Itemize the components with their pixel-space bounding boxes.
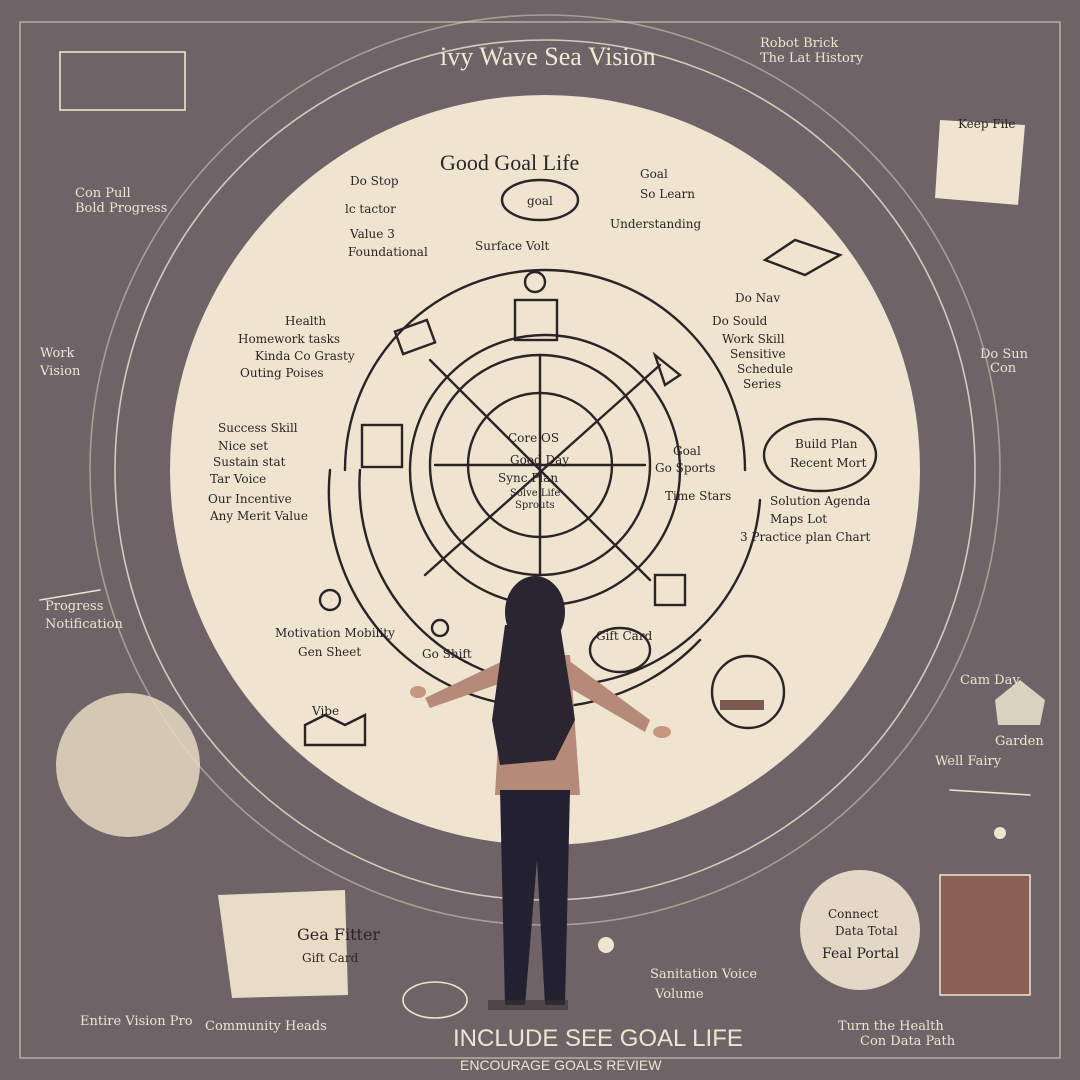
bottom-caption-1: Sanitation Voice — [650, 967, 757, 982]
left-bottom-1: Our Incentive — [208, 492, 292, 506]
center-core-5: Sprouts — [515, 500, 555, 511]
labels-right-mid: Do Nav Do Sould Work Skill Sensitive Sch… — [712, 291, 793, 391]
right-mid-4: Sensitive — [730, 347, 786, 361]
left-inner-1: Do Stop — [350, 174, 399, 188]
right-mid-6: Series — [743, 377, 781, 391]
bottom-left-card-1: Gea Fitter — [297, 925, 380, 944]
left-low-4: Tar Voice — [210, 472, 266, 486]
right-inner-1: Goal — [673, 444, 701, 458]
edge-right-3: Cam Day — [960, 673, 1020, 688]
right-inner-3: Time Stars — [665, 489, 731, 503]
edge-right-1: Keep File — [958, 117, 1015, 131]
cloud-right: Build Plan Recent Mort — [790, 437, 867, 470]
left-mid-3: Kinda Co Grasty — [255, 349, 355, 363]
bottom-left-sign: Vibe — [311, 704, 339, 718]
person-figure — [410, 576, 671, 1010]
center-core: Core OS Good Day Sync Plan Solve Life Sp… — [498, 431, 569, 511]
labels-bottom-left-inner: Motivation Mobility Gen Sheet Vibe Go Sh… — [275, 626, 653, 718]
bottom-right-circle-3: Feal Portal — [822, 946, 899, 962]
bottom-right-circle: Connect Data Total Feal Portal — [822, 907, 899, 962]
edge-left-4: Vision — [39, 364, 81, 379]
left-low-1: Success Skill — [218, 421, 298, 435]
right-mid-1: Do Nav — [735, 291, 780, 305]
edge-left-5: Progress — [45, 599, 103, 614]
left-bottom-2: Any Merit Value — [209, 509, 308, 523]
bottom-left-card-2: Gift Card — [302, 951, 359, 965]
left-low-3: Sustain stat — [213, 455, 286, 469]
left-mid-1: Health — [285, 314, 326, 328]
bottom-center-2: Gift Card — [596, 629, 653, 643]
center-core-4: Solve Life — [510, 488, 560, 499]
label-surface-volt: Surface Volt — [475, 239, 550, 253]
inner-title: Good Goal Life — [440, 150, 579, 175]
label-understanding: Understanding — [610, 217, 701, 231]
top-title: ivy Wave Sea Vision — [440, 42, 656, 71]
bottom-left-inner-2: Gen Sheet — [298, 645, 361, 659]
right-low-1: Solution Agenda — [770, 494, 870, 508]
center-core-1: Core OS — [508, 431, 559, 445]
left-mid-2: Homework tasks — [238, 332, 340, 346]
bottom-right-circle-1: Connect — [828, 907, 879, 921]
left-inner-3: Value 3 — [349, 227, 395, 241]
top-right-note-1: Robot Brick — [760, 36, 838, 51]
edge-left-6: Notification — [45, 617, 123, 632]
edge-left-labels: Con Pull Bold Progress Work Vision Progr… — [39, 186, 167, 632]
labels-top-right-inner: Goal So Learn — [640, 167, 695, 201]
bottom-center-1: Go Shift — [422, 647, 472, 661]
inner-cloud-label: goal — [527, 194, 553, 208]
bottom-caption-3: Entire Vision Pro — [80, 1014, 193, 1029]
top-right-inner-2: So Learn — [640, 187, 695, 201]
edge-right-6: Con — [990, 361, 1017, 376]
labels-left-inner: Do Stop lc tactor Value 3 Foundational — [345, 174, 428, 259]
edge-right-2: Do Sun — [980, 347, 1029, 362]
right-low-2: Maps Lot — [770, 512, 827, 526]
bottom-captions: Sanitation Voice Volume Entire Vision Pr… — [80, 967, 956, 1049]
footer-line-2: ENCOURAGE GOALS REVIEW — [460, 1057, 662, 1073]
labels-left-low: Success Skill Nice set Sustain stat Tar … — [208, 421, 308, 523]
edge-left-3: Work — [40, 346, 75, 361]
center-core-2: Good Day — [510, 453, 569, 467]
bottom-caption-5: Turn the Health — [838, 1019, 944, 1034]
left-inner-4: Foundational — [348, 245, 428, 259]
top-right-inner-1: Goal — [640, 167, 668, 181]
left-inner-2: lc tactor — [345, 202, 396, 216]
left-low-2: Nice set — [218, 439, 268, 453]
edge-sketches — [39, 51, 1045, 1019]
top-right-note-2: The Lat History — [760, 51, 864, 66]
top-title-group: ivy Wave Sea Vision Robot Brick The Lat … — [440, 36, 864, 71]
right-inner-2: Go Sports — [655, 461, 715, 475]
cloud-right-2: Recent Mort — [790, 456, 867, 470]
bottom-right-circle-2: Data Total — [835, 924, 898, 938]
right-low-3: 3 Practice plan Chart — [740, 530, 870, 544]
bottom-caption-4: Community Heads — [205, 1019, 327, 1034]
edge-right-5: Well Fairy — [935, 754, 1002, 769]
bottom-caption-6: Con Data Path — [860, 1034, 956, 1049]
edge-right-4: Garden — [995, 734, 1044, 749]
bottom-caption-2: Volume — [654, 987, 704, 1002]
bottom-left-card: Gea Fitter Gift Card — [297, 925, 380, 965]
edge-left-1: Con Pull — [75, 186, 131, 201]
right-mid-5: Schedule — [737, 362, 793, 376]
left-mid-4: Outing Poises — [240, 366, 324, 380]
footer-line-1: INCLUDE SEE GOAL LIFE — [453, 1025, 743, 1052]
bottom-left-inner-1: Motivation Mobility — [275, 626, 395, 640]
cloud-right-1: Build Plan — [795, 437, 858, 451]
labels-right-low: Solution Agenda Maps Lot 3 Practice plan… — [740, 494, 870, 544]
outer-frame — [19, 21, 1061, 1059]
labels-right-inner: Goal Go Sports Time Stars — [655, 444, 731, 503]
center-core-3: Sync Plan — [498, 471, 558, 485]
parchment-disc — [170, 95, 920, 845]
edge-right-labels: Keep File Do Sun Cam Day Garden Well Fai… — [935, 117, 1044, 769]
right-mid-2: Do Sould — [712, 314, 768, 328]
edge-left-2: Bold Progress — [75, 201, 167, 216]
sketch-items — [303, 178, 878, 747]
right-mid-3: Work Skill — [722, 332, 785, 346]
labels-left-mid: Health Homework tasks Kinda Co Grasty Ou… — [238, 314, 355, 380]
